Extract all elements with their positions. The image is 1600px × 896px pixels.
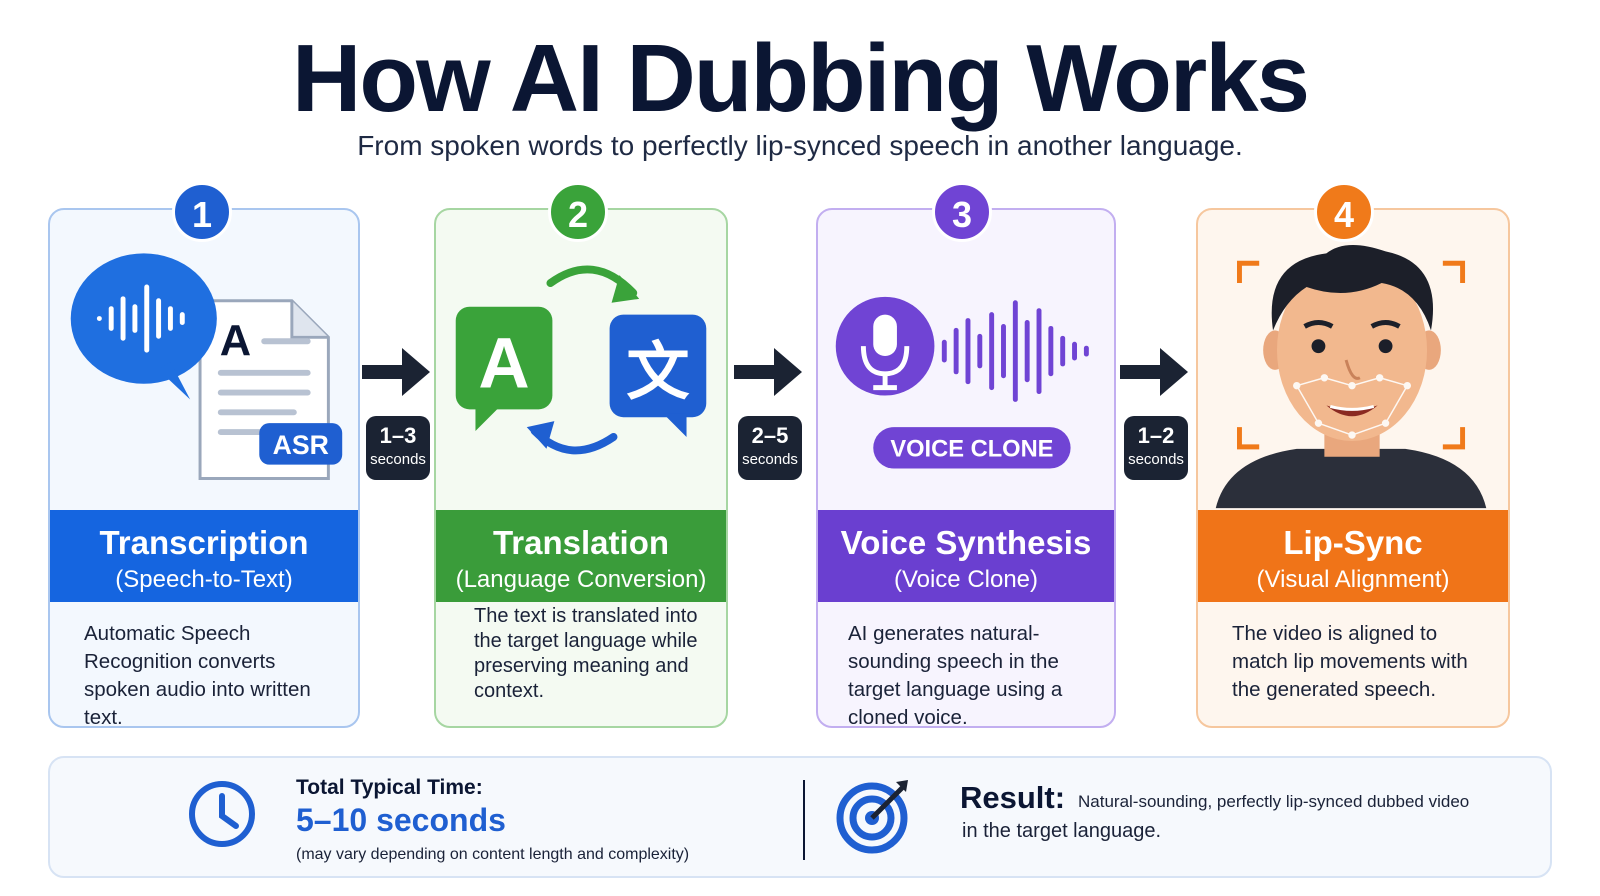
step-card-translation: A 文 Translation (Language Conversion) Th…	[434, 208, 728, 728]
translate-icon: A 文	[455, 265, 707, 455]
step-card-transcription: A ASR Transcription (Speech-to-Text) Aut…	[48, 208, 360, 728]
timing-unit: seconds	[370, 451, 426, 468]
speech-bubble-document-icon: A ASR	[70, 253, 343, 480]
result-text: Natural-sounding, perfectly lip-synced d…	[1078, 792, 1470, 811]
step-subtitle: (Speech-to-Text)	[115, 566, 293, 593]
target-icon	[836, 780, 908, 854]
timing-value: 1–2	[1137, 423, 1175, 448]
step-number-badge: 1	[172, 182, 232, 242]
arrow-right-icon	[362, 348, 430, 396]
timing-unit: seconds	[1128, 451, 1184, 468]
step-band: Transcription (Speech-to-Text)	[50, 510, 358, 602]
target-glyph: 文	[626, 335, 689, 409]
clock-icon	[189, 781, 255, 847]
timing-badge: 2–5 seconds	[738, 416, 802, 480]
step-subtitle: (Visual Alignment)	[1256, 566, 1450, 593]
step-number-badge: 3	[932, 182, 992, 242]
page-title: How AI Dubbing Works	[292, 25, 1310, 132]
voice-clone-label: VOICE CLONE	[890, 437, 1053, 463]
timing-value: 1–3	[379, 423, 417, 448]
step-title: Lip-Sync	[1283, 524, 1423, 561]
timing-badge: 1–3 seconds	[366, 416, 430, 480]
result-label: Result:	[960, 780, 1066, 815]
footer-divider	[803, 780, 805, 860]
timing-badge: 1–2 seconds	[1124, 416, 1188, 480]
timing-value: 2–5	[751, 423, 789, 448]
step-title: Voice Synthesis	[840, 524, 1092, 561]
arrow-right-icon	[1120, 348, 1188, 396]
step-number-badge: 2	[548, 182, 608, 242]
arrow-right-icon	[734, 348, 802, 396]
step-description: AI generates natural-sounding speech in …	[848, 622, 1063, 728]
step-band: Voice Synthesis (Voice Clone)	[818, 510, 1114, 602]
step-band: Lip-Sync (Visual Alignment)	[1198, 510, 1508, 602]
step-title: Translation	[492, 524, 670, 561]
step-subtitle: (Voice Clone)	[893, 566, 1039, 593]
step-description: The text is translated into the target l…	[474, 605, 698, 702]
total-time-value: 5–10 seconds	[296, 802, 506, 838]
doc-letter: A	[220, 317, 251, 365]
step-card-lip-sync: Lip-Sync (Visual Alignment) The video is…	[1196, 208, 1510, 728]
face-tracking-icon	[1215, 244, 1487, 509]
source-glyph: A	[478, 325, 529, 404]
step-description: The video is aligned to match lip moveme…	[1232, 622, 1468, 701]
step-title: Transcription	[99, 524, 309, 561]
step-card-voice-synthesis: VOICE CLONE Voice Synthesis (Voice Clone…	[816, 208, 1116, 728]
result-text-continued: in the target language.	[962, 820, 1162, 842]
timing-unit: seconds	[742, 451, 798, 468]
page-subtitle: From spoken words to perfectly lip-synce…	[357, 130, 1243, 161]
microphone-waveform-icon: VOICE CLONE	[835, 296, 1089, 469]
step-description: Automatic Speech Recognition converts sp…	[84, 622, 311, 728]
step-band: Translation (Language Conversion)	[436, 510, 726, 602]
step-number-badge: 4	[1314, 182, 1374, 242]
summary-footer: Total Typical Time: 5–10 seconds (may va…	[48, 756, 1552, 878]
asr-label: ASR	[273, 430, 329, 460]
total-time-label: Total Typical Time:	[296, 776, 483, 799]
step-subtitle: (Language Conversion)	[455, 566, 707, 593]
total-time-note: (may vary depending on content length an…	[296, 846, 690, 863]
